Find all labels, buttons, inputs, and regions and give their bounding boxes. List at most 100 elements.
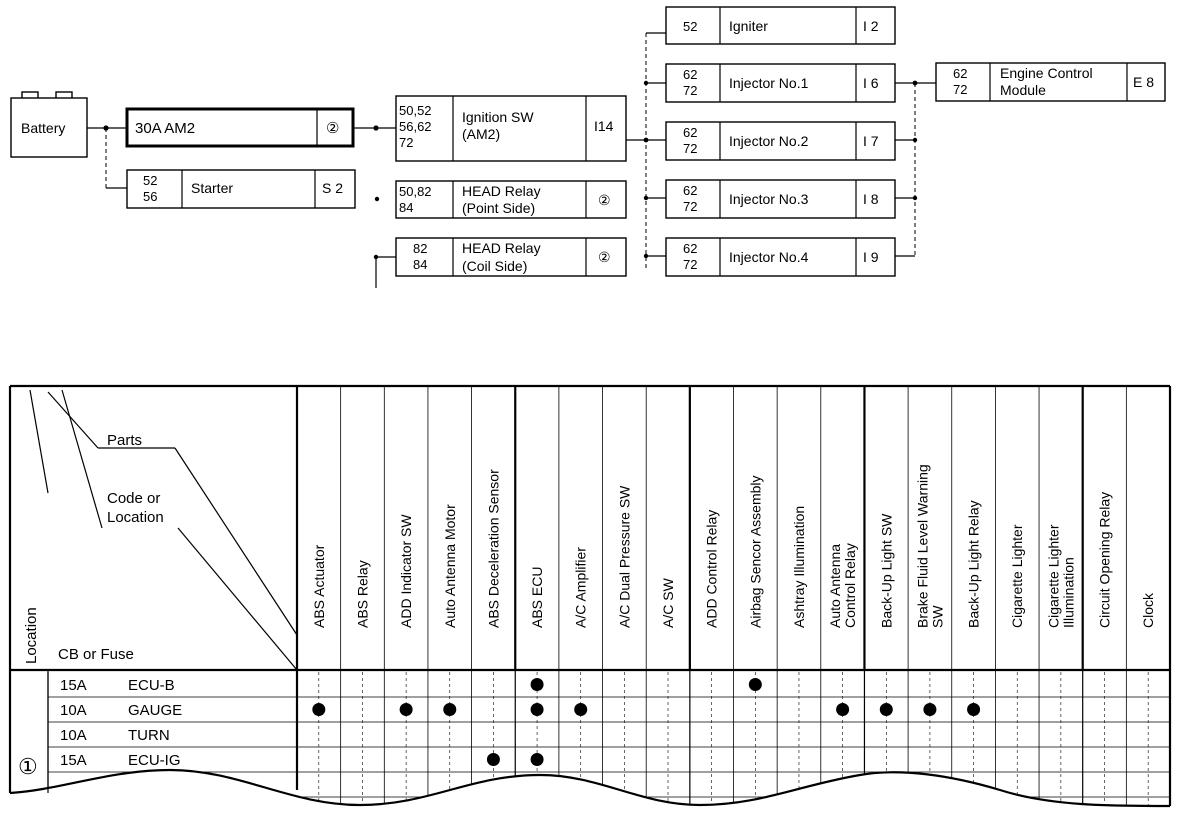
usage-dot: [530, 753, 544, 766]
fuse-amperage: 15A: [60, 677, 87, 694]
usage-dot: [312, 703, 326, 716]
code-or-location-label-1: Code or: [107, 490, 160, 507]
ign-num-2: 56,62: [399, 119, 432, 134]
ign-num-3: 72: [399, 135, 413, 150]
fuse-rows: 15A ECU-B 10A GAUGE 10A TURN 15A ECU-IG: [47, 672, 1170, 806]
injector-2: 62 72 Injector No.2 I 7: [665, 121, 896, 161]
usage-marks: [312, 678, 981, 766]
igniter: 52 Igniter I 2: [665, 6, 896, 45]
igniter-code: I 2: [863, 18, 879, 34]
head-relay-point-side: 50,82 84 HEAD Relay (Point Side) ②: [374, 180, 627, 219]
head-point-label-2: (Point Side): [462, 200, 535, 216]
usage-dot: [399, 703, 413, 716]
starter: 52 56 Starter S 2: [126, 169, 356, 209]
inj2-num-2: 72: [683, 141, 697, 156]
part-column-header: ABS ECU: [529, 567, 545, 628]
head-point-num-1: 50,82: [399, 184, 432, 199]
ign-num-1: 50,52: [399, 103, 432, 118]
fuse-name: GAUGE: [128, 702, 182, 719]
head-coil-label-1: HEAD Relay: [462, 240, 541, 256]
fuse-name: TURN: [128, 727, 170, 744]
fuse-amperage: 15A: [60, 752, 87, 769]
igniter-num: 52: [683, 19, 697, 34]
usage-dot: [486, 753, 500, 766]
cb-or-fuse-label: CB or Fuse: [58, 646, 134, 663]
usage-dot: [923, 703, 937, 716]
fuse-name: ECU-B: [128, 677, 175, 694]
part-column-header: Cigarette Lighter: [1045, 524, 1061, 628]
starter-code: S 2: [322, 180, 343, 196]
part-column-header: ABS Relay: [354, 560, 370, 628]
usage-dot: [443, 703, 457, 716]
usage-dot: [967, 703, 981, 716]
part-column-header: Airbag Sencor Assembly: [747, 475, 763, 628]
injector-1: 62 72 Injector No.1 I 6: [665, 63, 896, 103]
part-column-header: Auto Antenna: [827, 544, 843, 628]
ecm-label-2: Module: [1000, 82, 1046, 98]
starter-num-1: 52: [143, 173, 157, 188]
usage-dot: [574, 703, 588, 716]
inj3-code: I 8: [863, 191, 879, 207]
am2-fuse-code: ②: [326, 120, 339, 137]
head-point-label-1: HEAD Relay: [462, 183, 541, 199]
starter-num-2: 56: [143, 189, 157, 204]
ecm-num-2: 72: [953, 82, 967, 97]
power-circuit: Battery 30A AM2 ② 52 56 Starter S 2: [10, 6, 1166, 288]
inj1-num-2: 72: [683, 83, 697, 98]
ecm-code: E 8: [1133, 74, 1154, 90]
inj2-label: Injector No.2: [729, 133, 809, 149]
part-column-header: Auto Antenna Motor: [442, 504, 458, 628]
code-or-location-label-2: Location: [107, 509, 164, 526]
part-column-header: Clock: [1140, 592, 1156, 628]
inj1-label: Injector No.1: [729, 75, 809, 91]
head-coil-num-2: 84: [413, 257, 427, 272]
head-relay-coil-side: 82 84 HEAD Relay (Coil Side) ②: [373, 237, 627, 288]
am2-fuse-label: 30A AM2: [135, 120, 195, 137]
usage-dot: [530, 703, 544, 716]
fuse-name: ECU-IG: [128, 752, 181, 769]
head-point-num-2: 84: [399, 200, 413, 215]
ign-label-2: (AM2): [462, 126, 500, 142]
fuse-amperage: 10A: [60, 702, 87, 719]
part-column-header: Control Relay: [842, 543, 858, 628]
inj1-num-1: 62: [683, 67, 697, 82]
part-column-header: Illumination: [1060, 557, 1076, 628]
inj3-label: Injector No.3: [729, 191, 809, 207]
part-column-header: Ashtray Illumination: [791, 506, 807, 628]
part-column-header: A/C SW: [660, 577, 676, 628]
inj3-num-1: 62: [683, 183, 697, 198]
injector-3: 62 72 Injector No.3 I 8: [665, 179, 896, 219]
inj1-code: I 6: [863, 75, 879, 91]
fuse-amperage: 10A: [60, 727, 87, 744]
head-coil-label-2: (Coil Side): [462, 258, 527, 274]
ign-label-1: Ignition SW: [462, 109, 534, 125]
inj4-num-2: 72: [683, 257, 697, 272]
part-column-header: A/C Amplifier: [573, 547, 589, 628]
part-column-header: ABS Deceleration Sensor: [485, 469, 501, 628]
ecm-num-1: 62: [953, 66, 967, 81]
part-column-header: Cigarette Lighter: [1009, 524, 1025, 628]
usage-dot: [530, 678, 544, 691]
inj4-num-1: 62: [683, 241, 697, 256]
part-column-header: ADD Control Relay: [704, 510, 720, 628]
parts-label: Parts: [107, 432, 142, 449]
injector-4: 62 72 Injector No.4 I 9: [665, 237, 896, 277]
location-label: Location: [23, 607, 40, 664]
ignition-switch: 50,52 56,62 72 Ignition SW (AM2) I14: [395, 95, 627, 162]
head-coil-code: ②: [598, 249, 611, 265]
usage-dot: [879, 703, 893, 716]
battery: Battery: [10, 91, 88, 158]
head-point-code: ②: [598, 192, 611, 208]
part-column-header: A/C Dual Pressure SW: [616, 485, 632, 628]
usage-dot: [836, 703, 850, 716]
part-column-header: Brake Fluid Level Warning: [914, 464, 930, 628]
part-column-header: Back-Up Light Relay: [966, 500, 982, 628]
igniter-label: Igniter: [729, 18, 768, 34]
usage-dot: [748, 678, 762, 691]
am2-fuse: 30A AM2 ②: [125, 107, 355, 148]
location-table: Parts Code or Location CB or Fuse Locati…: [8, 384, 1172, 808]
battery-label: Battery: [21, 120, 65, 136]
ign-code: I14: [594, 118, 614, 134]
part-column-header: Circuit Opening Relay: [1097, 492, 1113, 628]
